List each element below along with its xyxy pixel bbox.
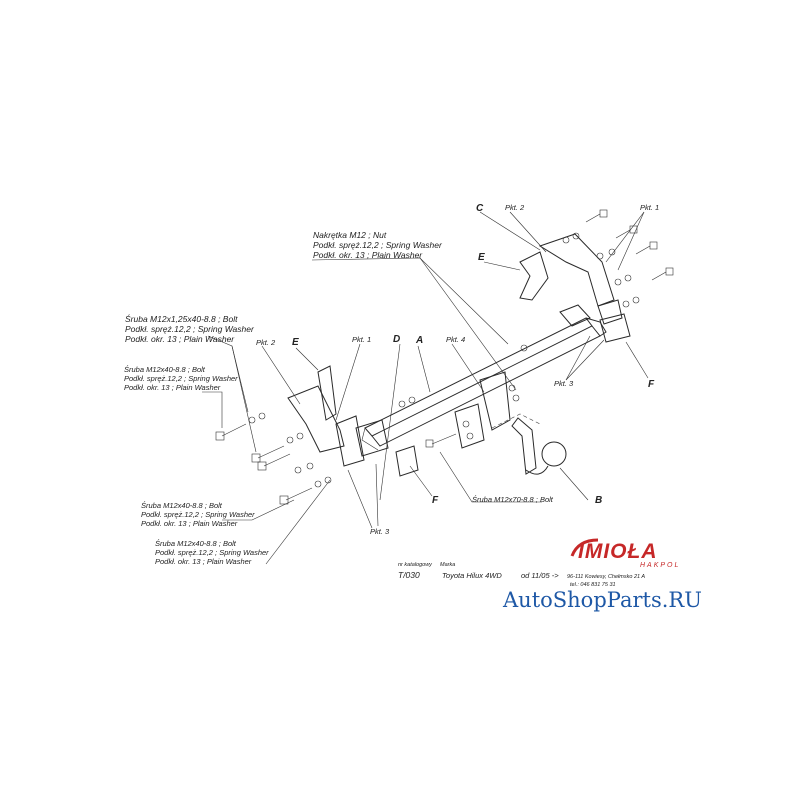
bolt-fine-line-2: Podkł. spręż.12,2 ; Spring Washer bbox=[125, 324, 255, 334]
company-phone: tel.: 046 831 75 31 bbox=[570, 582, 616, 588]
bolt-fine-line-3: Podkł. okr. 13 ; Plain Washer bbox=[125, 334, 235, 344]
tow-bracket bbox=[454, 371, 511, 449]
brand-label: Marka bbox=[440, 562, 455, 568]
bolt-mid-line-1: Śruba M12x40-8.8 ; Bolt bbox=[141, 501, 223, 510]
bolt-low-line-1: Śruba M12x40-8.8 ; Bolt bbox=[155, 539, 237, 548]
pkt4-label: Pkt. 4 bbox=[446, 335, 465, 344]
crossbeam-a bbox=[355, 299, 623, 457]
bolt-left-line-2: Podkł. spręż.12,2 ; Spring Washer bbox=[124, 374, 238, 383]
tow-ball-b bbox=[491, 413, 567, 475]
letter-d: D bbox=[393, 334, 400, 345]
catalog-number: T/030 bbox=[398, 570, 420, 580]
catalog-label: nr katalogowy bbox=[398, 562, 433, 568]
leader-lines bbox=[202, 211, 649, 565]
callout-bolt-fine: Śruba M12x1,25x40-8.8 ; Bolt Podkł. sprę… bbox=[125, 313, 255, 344]
letter-c: C bbox=[476, 203, 484, 214]
vehicle-model: Toyota Hilux 4WD bbox=[442, 571, 502, 580]
bolt-low-line-3: Podkł. okr. 13 ; Plain Washer bbox=[155, 557, 252, 566]
callout-nut: Nakrętka M12 ; Nut Podkł. spręż.12,2 ; S… bbox=[313, 230, 443, 260]
brand-name: IMIOŁA bbox=[578, 540, 658, 563]
callout-bolt-long: Śruba M12x70-8.8 ; Bolt bbox=[472, 495, 554, 504]
letter-b: B bbox=[595, 495, 602, 506]
callout-bolt-low: Śruba M12x40-8.8 ; Bolt Podkł. spręż.12,… bbox=[155, 539, 269, 566]
title-block: nr katalogowy Marka T/030 Toyota Hilux 4… bbox=[398, 562, 645, 588]
company-address: 96-111 Kowiesy, Chełmsko 21 A bbox=[567, 574, 645, 580]
bolt-mid-line-3: Podkł. okr. 13 ; Plain Washer bbox=[141, 519, 238, 528]
letter-e-left: E bbox=[292, 337, 299, 348]
bolt-low-line-2: Podkł. spręż.12,2 ; Spring Washer bbox=[155, 548, 269, 557]
letter-e-right: E bbox=[478, 252, 485, 263]
pkt2-label-right: Pkt. 2 bbox=[505, 203, 525, 212]
bolt-mid-line-2: Podkł. spręż.12,2 ; Spring Washer bbox=[141, 510, 255, 519]
left-bracket bbox=[287, 365, 419, 477]
brand-sub: HAKPOL bbox=[640, 562, 680, 569]
part-letters: C E E D A F F B bbox=[292, 203, 655, 506]
nut-line-1: Nakrętka M12 ; Nut bbox=[313, 230, 387, 240]
pkt3-label-left: Pkt. 3 bbox=[370, 527, 390, 536]
letter-a: A bbox=[415, 335, 423, 346]
bolt-left-line-3: Podkł. okr. 13 ; Plain Washer bbox=[124, 383, 221, 392]
callout-bolt-left: Śruba M12x40-8.8 ; Bolt Podkł. spręż.12,… bbox=[124, 365, 238, 392]
watermark-text: AutoShopParts.RU bbox=[502, 588, 702, 612]
right-bracket bbox=[519, 233, 631, 343]
left-fasteners bbox=[215, 412, 332, 505]
pkt1-label-left: Pkt. 1 bbox=[352, 335, 371, 344]
pkt3-label-right: Pkt. 3 bbox=[554, 379, 574, 388]
letter-f-right: F bbox=[648, 379, 655, 390]
point-labels: Pkt. 2 Pkt. 1 Pkt. 2 Pkt. 1 Pkt. 4 Pkt. … bbox=[256, 203, 659, 536]
nut-line-3: Podkł. okr. 13 ; Plain Washer bbox=[313, 250, 423, 260]
nut-line-2: Podkł. spręż.12,2 ; Spring Washer bbox=[313, 240, 443, 250]
parts-geometry bbox=[202, 209, 674, 565]
logo-swoosh-icon bbox=[570, 538, 599, 557]
bolt-left-line-1: Śruba M12x40-8.8 ; Bolt bbox=[124, 365, 206, 374]
from-year: od 11/05 -> bbox=[521, 571, 559, 580]
pkt1-label-right: Pkt. 1 bbox=[640, 203, 659, 212]
pkt2-label-left: Pkt. 2 bbox=[256, 338, 276, 347]
imiola-logo: IMIOŁA HAKPOL bbox=[570, 538, 680, 569]
letter-f-left: F bbox=[432, 495, 439, 506]
callout-bolt-mid: Śruba M12x40-8.8 ; Bolt Podkł. spręż.12,… bbox=[141, 501, 255, 528]
bolt-fine-line-1: Śruba M12x1,25x40-8.8 ; Bolt bbox=[125, 313, 238, 324]
